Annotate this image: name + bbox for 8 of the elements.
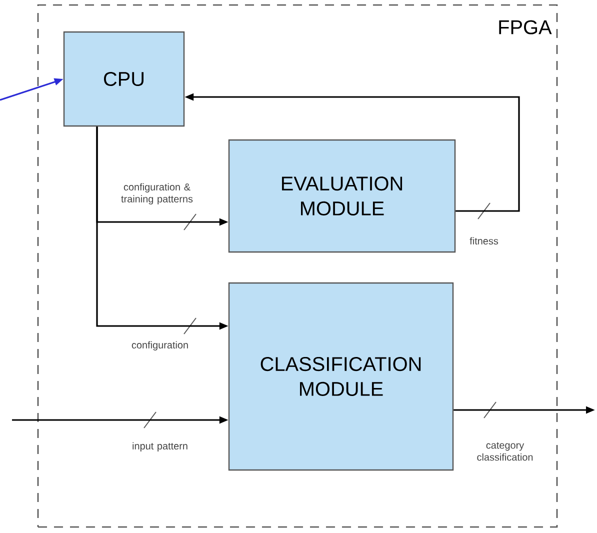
edge-label: input pattern xyxy=(132,442,188,452)
edge-label: fitness xyxy=(470,237,498,244)
module-box: CPU xyxy=(63,31,185,127)
edge-label: configuration & training patterns xyxy=(121,183,193,204)
edge-label: configuration xyxy=(132,341,188,350)
module-box: CLASSIFICATION MODULE xyxy=(228,282,454,471)
module-box: EVALUATION MODULE xyxy=(228,139,456,253)
edge-label: category classification xyxy=(477,442,533,461)
